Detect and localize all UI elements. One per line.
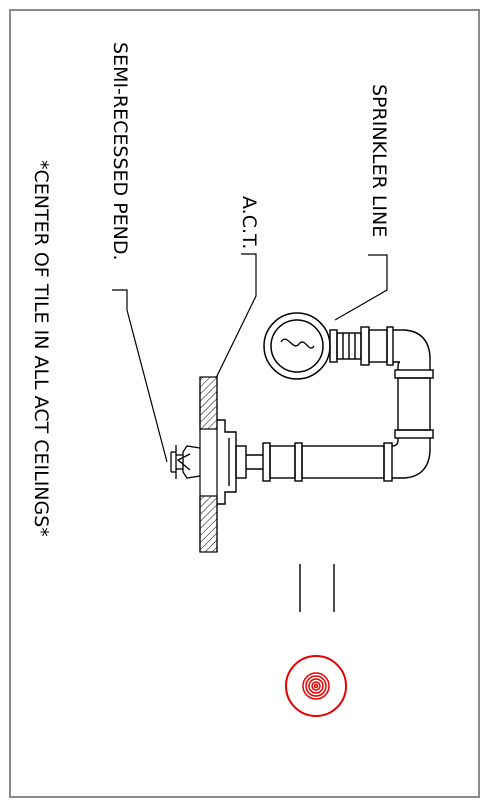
arm-pipe	[262, 442, 385, 482]
sprinkler-main-end-view	[263, 312, 331, 380]
act-leader	[215, 253, 257, 379]
branch-nipple	[329, 326, 394, 366]
sprinkler-line-label: SPRINKLER LINE	[368, 84, 390, 237]
ceiling-note: *CENTER OF TILE IN ALL ACT CEILINGS*	[30, 160, 52, 537]
vertical-drop	[394, 377, 434, 439]
semi-recessed-leader	[112, 289, 168, 463]
sprinkler-plan-symbol	[285, 655, 347, 717]
semi-recessed-pendent-label: SEMI-RECESSED PEND.	[109, 42, 131, 261]
lower-elbow	[383, 438, 431, 482]
act-label: A.C.T.	[238, 196, 260, 249]
ceiling-tile	[199, 376, 218, 553]
escutcheon	[217, 419, 263, 505]
leader-lines	[112, 253, 388, 463]
symbol-bars	[299, 564, 335, 612]
sprinkler-line-leader	[334, 254, 388, 321]
drawing-frame	[9, 9, 480, 798]
upper-elbow	[393, 329, 434, 379]
sprinkler-head	[170, 445, 201, 479]
